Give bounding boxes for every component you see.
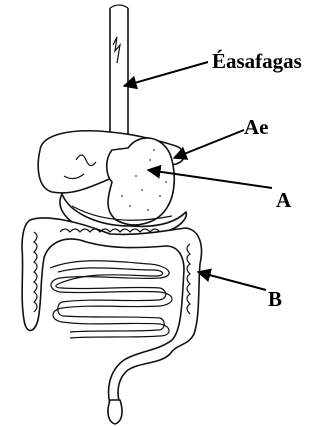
label-esophagus: Éasafagas	[212, 49, 302, 73]
label-colon: B	[268, 287, 282, 311]
label-liver: Ae	[244, 115, 269, 139]
large-intestine	[22, 218, 201, 424]
liver-arrow	[174, 130, 244, 158]
colon-arrow	[198, 272, 266, 290]
label-stomach: A	[276, 188, 292, 212]
stomach	[107, 138, 175, 225]
esophagus-arrow	[124, 62, 208, 86]
small-intestine	[50, 261, 172, 338]
